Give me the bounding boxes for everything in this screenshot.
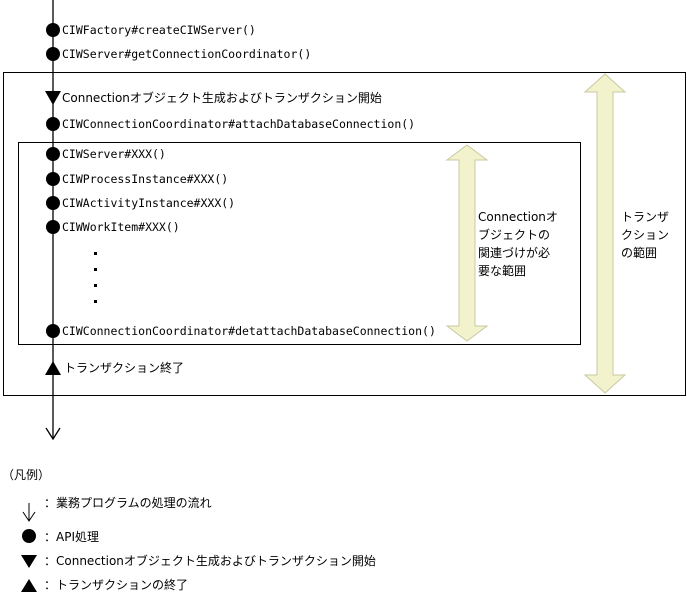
transaction-scope-line: クション	[621, 228, 670, 242]
api-call-dot	[46, 220, 60, 234]
tx-start-triangle	[45, 91, 61, 105]
api-call-dot	[46, 324, 60, 338]
api-call-dot	[46, 47, 60, 61]
connection-scope-label: Connectionオ ブジェクトの 関連づけが必 要な範囲	[478, 208, 558, 280]
label-activity-xxx: CIWActivityInstance#XXX()	[62, 196, 236, 210]
transaction-scope-box	[3, 72, 686, 396]
api-call-dot	[46, 147, 60, 161]
label-detach: CIWConnectionCoordinator#detattachDataba…	[62, 324, 436, 338]
label-get-coordinator: CIWServer#getConnectionCoordinator()	[62, 47, 312, 61]
connection-scope-line: 関連づけが必	[478, 246, 551, 260]
legend-tx-end-triangle	[21, 579, 37, 592]
label-server-xxx: CIWServer#XXX()	[62, 147, 166, 161]
connection-scope-line: 要な範囲	[478, 264, 527, 278]
connection-scope-arrow	[445, 144, 489, 342]
legend-tx-start-text: ：Connectionオブジェクト生成およびトランザクション開始	[44, 554, 376, 568]
tx-end-triangle	[45, 361, 61, 375]
connection-scope-line: ブジェクトの	[478, 228, 551, 242]
label-tx-end: トランザクション終了	[64, 361, 185, 375]
legend-tx-start-triangle	[21, 555, 37, 568]
api-call-dot	[46, 196, 60, 210]
label-create-server: CIWFactory#createCIWServer()	[62, 23, 256, 37]
transaction-scope-line: トランザ	[621, 210, 670, 224]
ellipsis: ⋮	[90, 248, 102, 308]
transaction-scope-label: トランザ クション の範囲	[621, 208, 669, 262]
label-tx-start: Connectionオブジェクト生成およびトランザクション開始	[62, 91, 382, 105]
transaction-scope-line: の範囲	[621, 246, 658, 260]
legend-api-dot	[22, 529, 36, 543]
transaction-scope-arrow	[583, 73, 627, 394]
api-call-dot	[46, 172, 60, 186]
label-workitem-xxx: CIWWorkItem#XXX()	[62, 220, 180, 234]
connection-scope-line: Connectionオ	[478, 210, 558, 224]
legend-title: （凡例）	[2, 468, 51, 482]
flow-arrowhead	[45, 427, 61, 441]
legend-flow-arrowhead	[22, 511, 36, 522]
legend-flow-text: ：業務プログラムの処理の流れ	[44, 496, 212, 510]
label-process-xxx: CIWProcessInstance#XXX()	[62, 172, 229, 186]
legend-api-text: ：API処理	[44, 530, 99, 544]
api-call-dot	[46, 23, 60, 37]
connection-scope-box	[18, 142, 581, 345]
label-attach: CIWConnectionCoordinator#attachDatabaseC…	[62, 117, 416, 131]
legend-tx-end-text: ：トランザクションの終了	[44, 578, 189, 592]
api-call-dot	[46, 117, 60, 131]
